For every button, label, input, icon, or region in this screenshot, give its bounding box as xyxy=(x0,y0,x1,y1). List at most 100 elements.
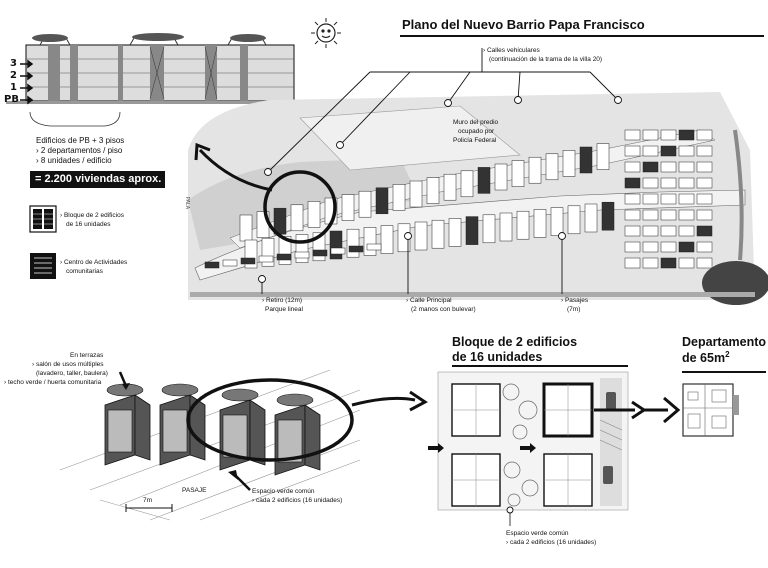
map-block xyxy=(276,253,292,261)
map-block xyxy=(642,177,659,189)
legend-center-line2: comunitarias xyxy=(66,268,103,275)
map-block xyxy=(290,204,304,232)
map-block xyxy=(545,153,559,181)
map-block xyxy=(660,193,677,205)
map-block xyxy=(363,227,377,256)
map-block xyxy=(678,193,695,205)
map-blocks xyxy=(204,129,713,269)
terrazas-line1: › salón de usos múltiples xyxy=(32,361,104,368)
callout-retiro-line2: Parque lineal xyxy=(265,306,303,313)
map-block xyxy=(696,161,713,173)
callout-calles-line2: (continuación de la trama de la villa 20… xyxy=(489,56,603,63)
block-icon xyxy=(29,205,57,233)
callout-calle-line1: › Calle Principal xyxy=(406,297,452,304)
map-block xyxy=(660,257,677,269)
building-bracket xyxy=(29,111,121,127)
bloque-plan xyxy=(428,365,681,526)
map-block xyxy=(660,241,677,253)
callout-calle-line2: (2 manos con bulevar) xyxy=(411,306,476,313)
map-block xyxy=(660,209,677,221)
map-block xyxy=(562,150,576,177)
map-block xyxy=(660,177,677,189)
map-block xyxy=(465,216,479,245)
map-block xyxy=(392,184,406,211)
map-block xyxy=(448,218,462,247)
map-block xyxy=(414,221,428,251)
map-block xyxy=(624,145,641,157)
total-housing: = 2.200 viviendas aprox. xyxy=(35,173,162,185)
map-block xyxy=(696,145,713,157)
map-block xyxy=(443,173,457,201)
map-block xyxy=(660,145,677,157)
floor-label-pb: PB xyxy=(4,94,19,105)
map-block xyxy=(642,241,659,253)
callout-calles-line1: › Calles vehiculares xyxy=(483,47,540,54)
map-block xyxy=(624,241,641,253)
espacio-left-title: Espacio verde común xyxy=(252,488,315,495)
espacio-right-sub: › cada 2 edificios (16 unidades) xyxy=(506,539,597,546)
bloque-title-line2: de 16 unidades xyxy=(452,350,543,364)
map-block xyxy=(696,129,713,141)
map-block xyxy=(660,225,677,237)
espacio-left-sub: › cada 2 edificios (16 unidades) xyxy=(252,497,343,504)
legend-block-line2: de 16 unidades xyxy=(66,221,111,228)
building-elevation xyxy=(6,33,306,105)
map-block xyxy=(678,161,695,173)
map-block xyxy=(579,146,593,174)
map-block xyxy=(696,193,713,205)
building-note-1: Edificios de PB + 3 pisos xyxy=(36,136,125,145)
map-block xyxy=(642,161,659,173)
map-block xyxy=(329,230,343,260)
map-block xyxy=(346,228,360,258)
map-block xyxy=(426,177,440,204)
map-block xyxy=(312,249,328,257)
perspective-sketch xyxy=(59,369,428,521)
map-block xyxy=(660,129,677,141)
callout-retiro-line1: › Retiro (12m) xyxy=(262,297,303,304)
map-block xyxy=(307,201,321,228)
building-note-3: › 8 unidades / edificio xyxy=(36,156,112,165)
floor-label-1: 1 xyxy=(10,82,17,93)
map-block xyxy=(358,190,372,218)
departamento-title-line2: de 65m2 xyxy=(682,350,730,366)
map-block xyxy=(642,145,659,157)
pasaje-width-label: 7m xyxy=(143,497,153,504)
map-block xyxy=(375,187,389,215)
map-block xyxy=(460,170,474,198)
map-block xyxy=(642,225,659,237)
map-block xyxy=(596,143,610,170)
sun-icon xyxy=(311,18,341,48)
map-block xyxy=(204,261,220,269)
map-block xyxy=(431,219,445,249)
map-block xyxy=(295,234,309,263)
building-note-2: › 2 departamentos / piso xyxy=(36,146,123,155)
departamento-title-line1: Departamento xyxy=(682,335,767,349)
map-block xyxy=(567,205,581,235)
map-block xyxy=(528,156,542,184)
map-block xyxy=(584,203,598,233)
departamento-plan xyxy=(682,371,766,437)
map-block xyxy=(678,257,695,269)
map-block xyxy=(222,259,238,267)
terrazas-line3: › techo verde / huerta comunitaria xyxy=(4,379,102,386)
map-block xyxy=(642,129,659,141)
callout-muro-line3: Policía Federal xyxy=(453,137,497,144)
total-bar xyxy=(30,171,165,188)
map-block xyxy=(499,212,513,242)
map-block xyxy=(258,255,274,263)
highlight-circle xyxy=(263,170,337,244)
callout-muro-line2: ocupado por xyxy=(458,128,495,135)
bloque-title-line1: Bloque de 2 edificios xyxy=(452,335,578,349)
espacio-right-title: Espacio verde común xyxy=(506,530,569,537)
map-block xyxy=(482,214,496,244)
callout-pasajes-line2: (7m) xyxy=(567,306,581,313)
map-block xyxy=(624,129,641,141)
map-block xyxy=(624,177,641,189)
arrow-to-elevation xyxy=(194,142,273,192)
map-block xyxy=(624,225,641,237)
map-block xyxy=(239,214,253,242)
map-block xyxy=(550,207,564,236)
map-block xyxy=(642,193,659,205)
terrazas-title: En terrazas xyxy=(70,352,104,359)
map-block xyxy=(624,161,641,173)
